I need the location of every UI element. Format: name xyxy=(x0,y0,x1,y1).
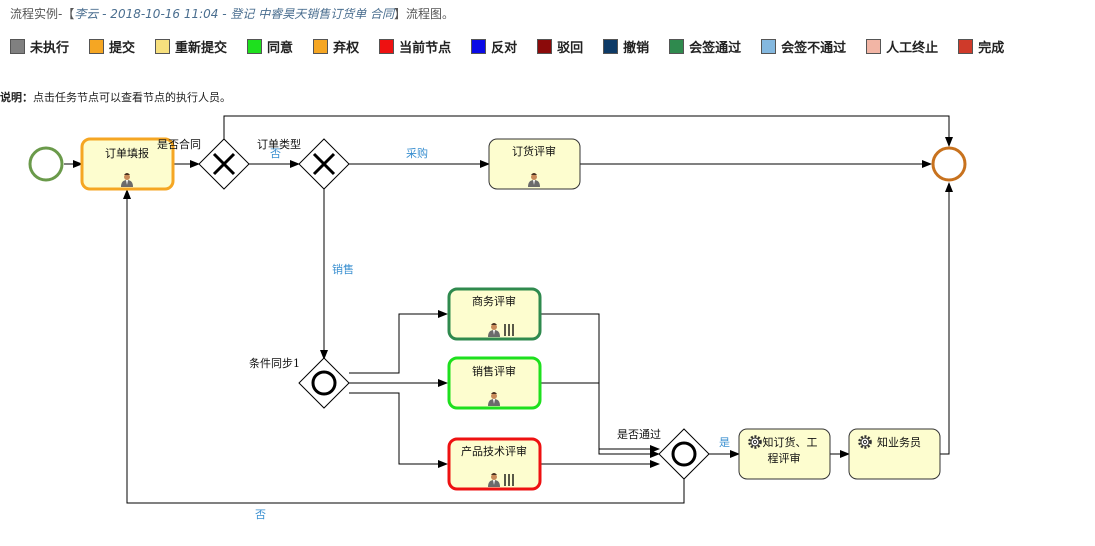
edge-label-no-bottom: 否 xyxy=(255,508,266,521)
legend-swatch xyxy=(247,39,263,54)
edge-sync-to-business-review xyxy=(349,310,448,374)
edge-sales-review-to-pass-gateway xyxy=(541,382,660,458)
legend-label: 弃权 xyxy=(333,41,360,56)
legend-item-resubmit: 重新提交 xyxy=(155,37,227,56)
instruction-note: 说明：点击任务节点可以查看节点的执行人员。 xyxy=(0,89,231,105)
task-box xyxy=(488,138,581,190)
legend-item-submit: 提交 xyxy=(89,37,135,56)
task-order-review[interactable]: 订货评审 xyxy=(488,138,581,190)
legend-label: 会签不通过 xyxy=(781,41,847,56)
edge-sync-to-tech-review xyxy=(349,392,448,468)
legend-swatch xyxy=(471,39,487,54)
inclusive-circle-icon xyxy=(311,370,337,396)
flow-edges xyxy=(64,115,953,504)
legend-label: 反对 xyxy=(491,41,518,56)
task-label: 订货评审 xyxy=(512,144,556,158)
legend-swatch xyxy=(958,39,974,54)
gateway-label-sync: 条件同步1 xyxy=(249,356,300,370)
exclusive-x-icon xyxy=(212,152,236,176)
legend-label: 重新提交 xyxy=(175,41,228,56)
gateway-sync xyxy=(298,357,350,409)
legend-item-not-executed: 未执行 xyxy=(10,37,69,56)
task-label: 销售评审 xyxy=(472,364,516,378)
legend-swatch xyxy=(10,39,25,54)
legend-label: 驳回 xyxy=(557,41,584,56)
task-sales-review[interactable]: 销售评审 xyxy=(447,356,542,410)
task-order-fill[interactable]: 订单填报 xyxy=(80,137,175,191)
edge-label-yes: 是 xyxy=(719,436,730,449)
legend-item-abstain: 弃权 xyxy=(313,37,359,56)
legend-item-manual-terminate: 人工终止 xyxy=(866,37,938,56)
task-box xyxy=(80,137,175,191)
edge-business-review-to-pass-gateway xyxy=(541,313,660,453)
legend-item-reject: 驳回 xyxy=(537,37,583,56)
edge-label-purchase: 采购 xyxy=(406,146,428,160)
legend-label: 人工终止 xyxy=(886,41,939,56)
task-business-review[interactable]: 商务评审 xyxy=(447,287,542,341)
task-label: 知业务员 xyxy=(877,435,921,449)
status-legend: 未执行 提交 重新提交 同意 弃权 当前节点 反对 驳回 撤销 会签通过 会签不… xyxy=(10,37,1024,56)
legend-label: 当前节点 xyxy=(399,41,452,56)
end-event xyxy=(931,146,967,182)
legend-swatch xyxy=(866,39,882,54)
legend-item-countersign-pass: 会签通过 xyxy=(669,37,741,56)
edge-label-sales: 销售 xyxy=(332,262,354,276)
legend-label: 同意 xyxy=(267,41,294,56)
edge-notify-to-end xyxy=(940,182,953,455)
note-text: 点击任务节点可以查看节点的执行人员。 xyxy=(33,91,231,104)
task-label: 产品技术评审 xyxy=(461,444,527,458)
legend-label: 完成 xyxy=(978,41,1005,56)
gateway-passed xyxy=(658,428,710,480)
gateway-label-is-contract: 是否合同 xyxy=(157,137,201,151)
task-box xyxy=(447,287,542,341)
start-event xyxy=(28,146,64,182)
legend-label: 提交 xyxy=(109,41,136,56)
legend-item-current: 当前节点 xyxy=(379,37,451,56)
edge-pass-no-back-to-order-fill xyxy=(123,189,685,504)
task-notify-sales[interactable]: 知业务员 xyxy=(848,428,941,480)
edge-label-no-top: 否 xyxy=(270,147,281,160)
page-title: 流程实例-【李云 - 2018-10-16 11:04 - 登记 中睿昊天销售订… xyxy=(10,5,454,22)
note-label: 说明： xyxy=(0,91,33,104)
title-instance: 李云 - 2018-10-16 11:04 - 登记 中睿昊天销售订货单 合同 xyxy=(74,7,395,21)
legend-swatch xyxy=(761,39,777,54)
legend-swatch xyxy=(89,39,105,54)
gateway-label-passed: 是否通过 xyxy=(617,428,661,441)
exclusive-x-icon xyxy=(312,152,336,176)
legend-item-oppose: 反对 xyxy=(471,37,517,56)
task-label: 订单填报 xyxy=(105,146,149,160)
legend-label: 撤销 xyxy=(623,41,650,56)
title-prefix: 流程实例-【 xyxy=(10,7,75,21)
gateway-label-order-type: 订单类型 xyxy=(257,137,301,151)
legend-swatch xyxy=(669,39,685,54)
legend-item-countersign-fail: 会签不通过 xyxy=(761,37,846,56)
task-engineering-review[interactable]: 知订货、工 程评审 xyxy=(738,428,831,480)
legend-swatch xyxy=(603,39,619,54)
legend-label: 未执行 xyxy=(30,41,70,56)
task-tech-review[interactable]: 产品技术评审 xyxy=(447,437,542,491)
legend-swatch xyxy=(379,39,395,54)
task-box xyxy=(447,356,542,410)
legend-item-agree: 同意 xyxy=(247,37,293,56)
edge-contract-no-to-end xyxy=(223,115,953,147)
legend-swatch xyxy=(537,39,553,54)
legend-item-complete: 完成 xyxy=(958,37,1004,56)
task-label-line-1: 知订货、工 xyxy=(763,435,818,449)
legend-swatch xyxy=(313,39,329,54)
gateway-is-contract xyxy=(198,138,250,190)
legend-label: 会签通过 xyxy=(689,41,742,56)
title-suffix: 】流程图。 xyxy=(394,7,455,21)
gateway-order-type xyxy=(298,138,350,190)
task-box xyxy=(447,437,542,491)
task-label: 商务评审 xyxy=(472,294,516,308)
multi-instance-icon xyxy=(504,324,514,336)
legend-swatch xyxy=(155,39,171,54)
legend-item-revoke: 撤销 xyxy=(603,37,649,56)
multi-instance-icon xyxy=(504,474,514,486)
task-label-line-2: 程评审 xyxy=(768,451,801,465)
inclusive-circle-icon xyxy=(671,441,697,467)
